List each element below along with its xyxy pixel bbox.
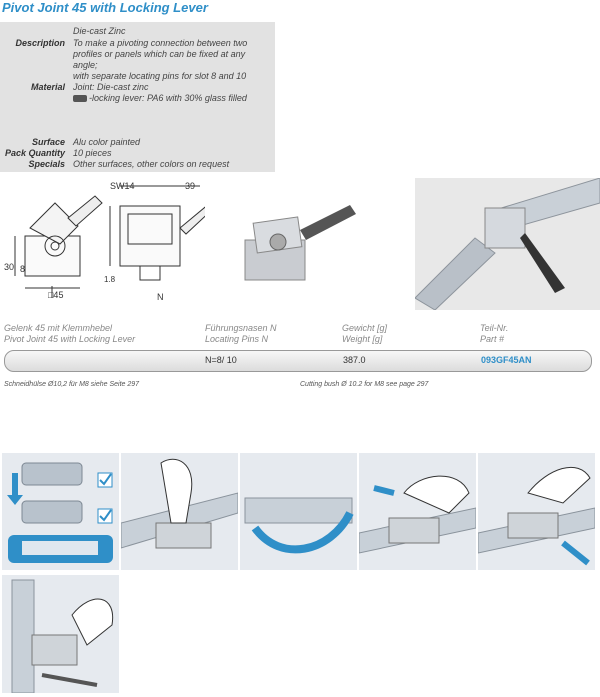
specials-label: Specials [28,159,65,169]
spec-header-value: Die-cast Zinc [73,26,126,36]
arrow-down-icon [7,473,23,505]
arrow-rotate-icon [251,511,354,554]
material-line: Joint: Die-cast zinc [73,82,149,92]
surface-value: Alu color painted [73,137,141,147]
weight-cell: 387.0 [343,355,366,365]
page-title: Pivot Joint 45 with Locking Lever [2,0,208,15]
part-number-link[interactable]: 093GF45AN [481,355,532,365]
lever-icon [73,95,87,103]
col-part-header: Teil-Nr.Part # [480,323,509,344]
description-line: angle; [73,60,98,70]
description-line: profiles or panels which can be fixed at… [73,49,246,59]
check-icon [99,509,112,522]
surface-label: Surface [31,137,65,147]
dim-sw14: SW14 [110,181,135,191]
instruction-step-5 [478,453,595,570]
application-photo [415,178,600,310]
instruction-step-6 [2,575,119,693]
dim-30: 30 [4,262,14,272]
dim-8: 8 [20,264,25,274]
n-label: N [157,292,164,302]
spec-panel: Die-cast Zinc Description To make a pivo… [0,22,275,172]
table-row: N=8/ 10 387.0 093GF45AN [4,350,592,372]
footnote-en: Cutting bush Ø 10.2 for M8 see page 297 [300,381,429,388]
dim-39: 39 [185,181,195,191]
product-image [244,205,356,281]
col-weight-header: Gewicht [g]Weight [g] [342,323,388,344]
material-label: Material [30,82,65,92]
footnote-de: Schneidhülse Ø10,2 für M8 siehe Seite 29… [4,381,140,388]
pins-cell: N=8/ 10 [205,355,237,365]
instruction-step-4 [359,453,476,570]
check-icon [99,473,112,486]
dim-1-8: 1.8 [104,275,116,284]
description-label: Description [15,38,65,48]
instruction-step-1 [2,453,119,570]
pack-quantity-value: 10 pieces [73,148,112,158]
specials-value: Other surfaces, other colors on request [73,159,230,169]
material-line-2: -locking lever: PA6 with 30% glass fille… [73,93,247,104]
instruction-step-2 [121,453,238,570]
technical-drawing: SW14 39 30 8 1.8 □45 N [4,181,205,302]
description-line: with separate locating pins for slot 8 a… [73,71,247,81]
pack-quantity-label: Pack Quantity [4,148,65,158]
dim-45: □45 [48,290,63,300]
instruction-step-3 [240,453,357,570]
description-line: To make a pivoting connection between tw… [73,38,248,48]
